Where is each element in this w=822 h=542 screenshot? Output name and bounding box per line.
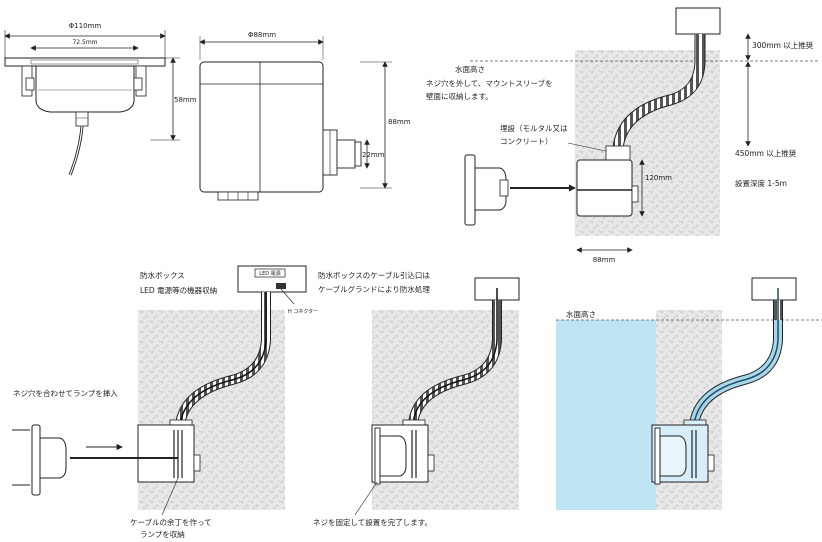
mount-sleeve-view: Φ88mm 22mm 88mm — [199, 31, 411, 201]
step2-view: 防水ボックスのケーブル引込口は ケーブルグランドにより防水処理 ネジを固定して設… — [313, 270, 520, 527]
lamp-inner-dim: 72.5mm — [72, 39, 97, 46]
install-depth-label: 設置深度 1-5m — [735, 178, 787, 188]
lamp-side-view: Φ110mm 72.5mm 58mm — [4, 22, 197, 176]
lamp-outer-dim: Φ110mm — [69, 22, 102, 30]
install-section-view: 水面高さ ネジ穴を外して、マウントスリーブを 壁面に収納します。 埋設（モルタル… — [426, 7, 820, 264]
store-note-2: 壁面に収納します。 — [426, 91, 493, 101]
water-level-label: 水面高さ — [455, 64, 485, 74]
gland-note-1: 防水ボックスのケーブル引込口は — [318, 270, 430, 280]
connector-label: H コネクター — [288, 308, 318, 315]
box-width-dim: 88mm — [593, 256, 616, 264]
sleeve-height-dim: 88mm — [388, 118, 411, 126]
embed-note-2: コンクリート） — [500, 137, 553, 146]
step3-view: 水面高さ — [556, 277, 822, 510]
sleeve-port-dim: 22mm — [362, 151, 385, 159]
box-title: 防水ボックス — [140, 270, 185, 280]
fix-note: ネジを固定して設置を完了します。 — [313, 517, 432, 527]
box-height-dim: 120mm — [645, 174, 672, 182]
embed-note-1: 埋設（モルタル又は — [500, 123, 568, 133]
water-level-label-2: 水面高さ — [566, 309, 596, 319]
store-note-1: ネジ穴を外して、マウントスリーブを — [426, 78, 552, 88]
lamp-height-dim: 58mm — [174, 96, 197, 104]
box-desc: LED 電源等の機器収納 — [140, 285, 217, 295]
box-inner-label: LED 電源 — [259, 270, 280, 277]
gland-note-2: ケーブルグランドにより防水処理 — [318, 284, 430, 294]
slack-note-1: ケーブルの余丁を作って — [130, 517, 212, 527]
step1-view: 防水ボックス LED 電源等の機器収納 LED 電源 H コネクター ネジ穴を合… — [12, 265, 318, 539]
depth-450-label: 450mm 以上推奨 — [735, 148, 797, 158]
align-note: ネジ穴を合わせてランプを挿入 — [13, 388, 118, 398]
sleeve-dia-dim: Φ88mm — [248, 31, 276, 39]
depth-300-label: 300mm 以上推奨 — [752, 40, 814, 50]
slack-note-2: ランプを収納 — [140, 529, 185, 539]
